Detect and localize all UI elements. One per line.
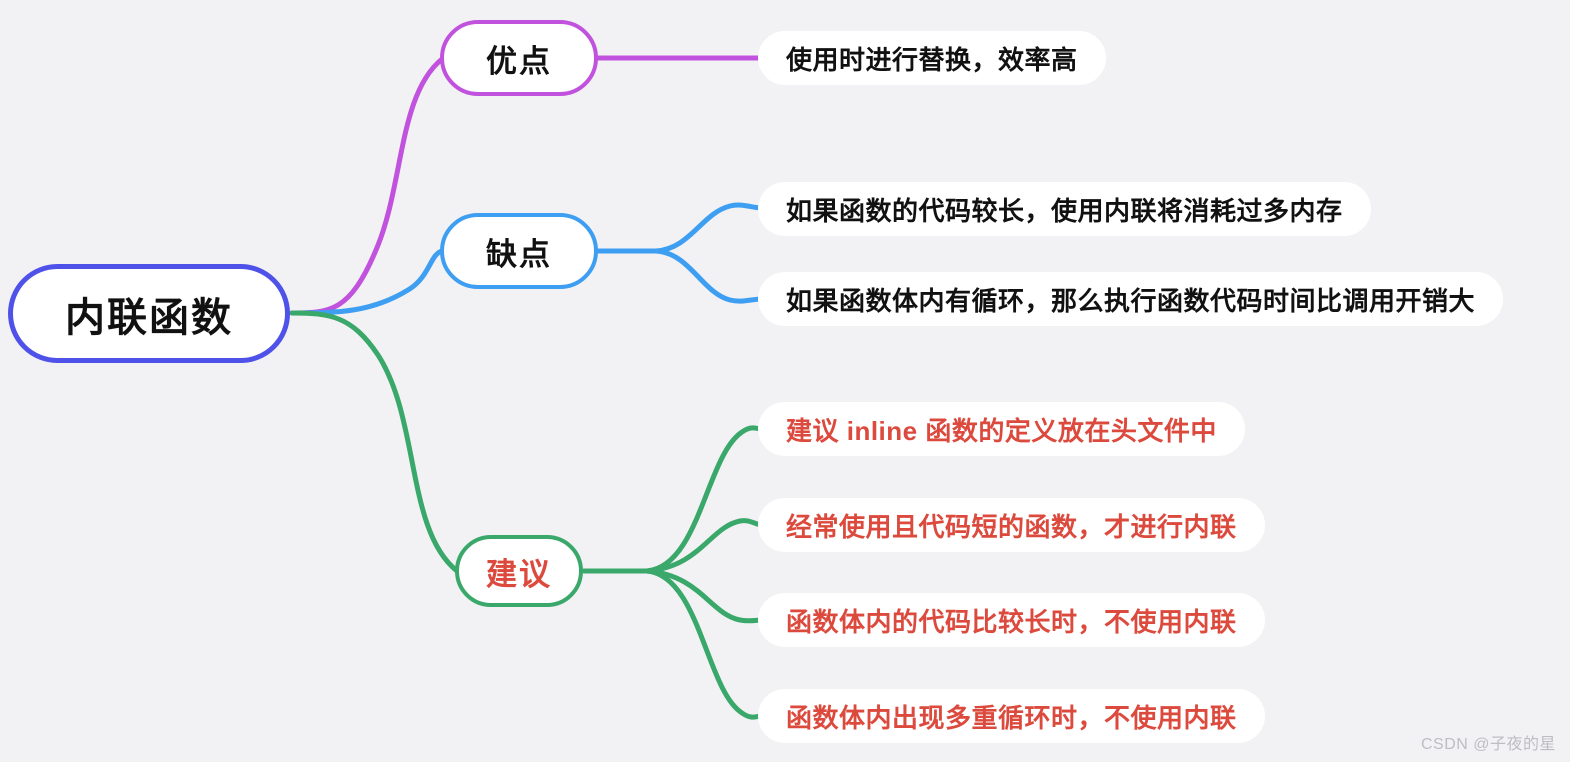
leaf-node-cons-1-label: 如果函数的代码较长，使用内联将消耗过多内存 bbox=[786, 195, 1343, 226]
leaf-node-cons-2-label: 如果函数体内有循环，那么执行函数代码时间比调用开销大 bbox=[786, 285, 1476, 316]
leaf-node-advice-3[interactable]: 函数体内的代码比较长时，不使用内联 bbox=[758, 593, 1265, 647]
leaf-node-advice-4-label: 函数体内出现多重循环时，不使用内联 bbox=[786, 702, 1237, 733]
branch-node-pros[interactable]: 优点 bbox=[440, 20, 598, 96]
leaf-node-advice-2-label: 经常使用且代码短的函数，才进行内联 bbox=[786, 511, 1237, 542]
leaf-node-advice-3-label: 函数体内的代码比较长时，不使用内联 bbox=[786, 606, 1237, 637]
watermark: CSDN @子夜的星 bbox=[1420, 736, 1556, 753]
leaf-node-pros-1-label: 使用时进行替换，效率高 bbox=[786, 44, 1078, 75]
connector-root-to-cons bbox=[289, 248, 445, 316]
connector-cons-to-leaf-1 bbox=[653, 202, 765, 254]
leaf-node-pros-1[interactable]: 使用时进行替换，效率高 bbox=[758, 31, 1106, 85]
root-node-label: 内联函数 bbox=[65, 295, 233, 340]
branch-node-cons-label: 缺点 bbox=[486, 236, 552, 272]
connector-root-to-pros bbox=[289, 56, 445, 316]
leaf-node-cons-2[interactable]: 如果函数体内有循环，那么执行函数代码时间比调用开销大 bbox=[758, 272, 1504, 326]
connector-advice-to-leaf-4 bbox=[644, 568, 765, 720]
connector-advice-to-leaf-1 bbox=[644, 425, 765, 574]
connector-root-to-advice bbox=[289, 310, 460, 574]
branch-node-advice[interactable]: 建议 bbox=[455, 535, 583, 607]
leaf-node-advice-1-label: 建议 inline 函数的定义放在头文件中 bbox=[786, 415, 1217, 446]
leaf-node-advice-2[interactable]: 经常使用且代码短的函数，才进行内联 bbox=[758, 498, 1265, 552]
connector-advice-to-leaf-2 bbox=[644, 518, 765, 574]
leaf-node-advice-1[interactable]: 建议 inline 函数的定义放在头文件中 bbox=[758, 402, 1245, 456]
root-node[interactable]: 内联函数 bbox=[8, 264, 290, 363]
connector-advice-to-leaf-3 bbox=[644, 568, 765, 624]
branch-node-pros-label: 优点 bbox=[486, 43, 552, 79]
branch-node-advice-label: 建议 bbox=[486, 556, 552, 592]
connector-cons-to-leaf-2 bbox=[653, 248, 765, 304]
leaf-node-advice-4[interactable]: 函数体内出现多重循环时，不使用内联 bbox=[758, 689, 1265, 743]
leaf-node-cons-1[interactable]: 如果函数的代码较长，使用内联将消耗过多内存 bbox=[758, 182, 1371, 236]
branch-node-cons[interactable]: 缺点 bbox=[440, 213, 598, 289]
